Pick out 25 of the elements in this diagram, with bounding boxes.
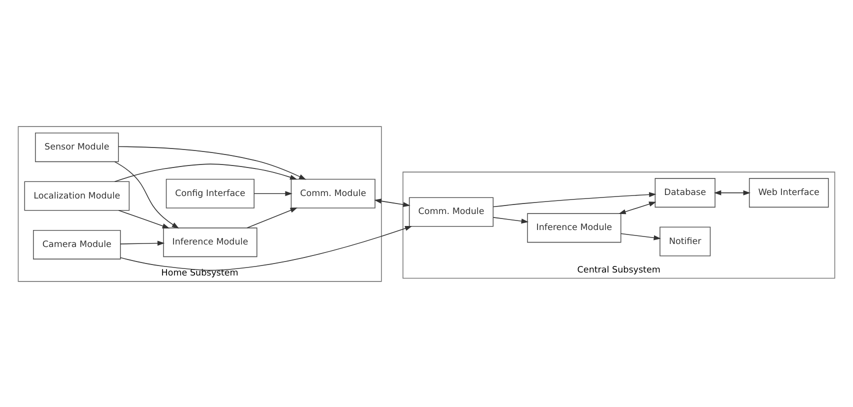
arrow: [254, 190, 292, 196]
arrow: [620, 232, 661, 240]
arrow: [714, 190, 750, 195]
node-box: Config Interface: [166, 178, 254, 208]
arrow: [374, 198, 410, 207]
arrow: [120, 226, 412, 270]
arrow: [114, 163, 298, 182]
node-box: Inference Module: [527, 212, 622, 242]
arrow: [493, 216, 529, 224]
node-box: Notifier: [660, 226, 711, 256]
arrow: [246, 207, 298, 228]
node-box: Inference Module: [163, 227, 258, 257]
node-box: Sensor Module: [35, 132, 119, 162]
node-box: Camera Module: [33, 229, 121, 259]
node-box: Comm. Module: [408, 196, 494, 226]
node-box: Comm. Module: [290, 178, 376, 208]
node-box: Web Interface: [748, 178, 829, 208]
arrow: [118, 146, 306, 180]
arrow: [118, 210, 170, 228]
node-box: Localization Module: [24, 180, 130, 210]
arrow: [120, 240, 165, 246]
arrow: [493, 192, 656, 207]
arrow: [618, 201, 656, 214]
arrow: [114, 160, 180, 228]
node-box: Database: [654, 178, 716, 208]
